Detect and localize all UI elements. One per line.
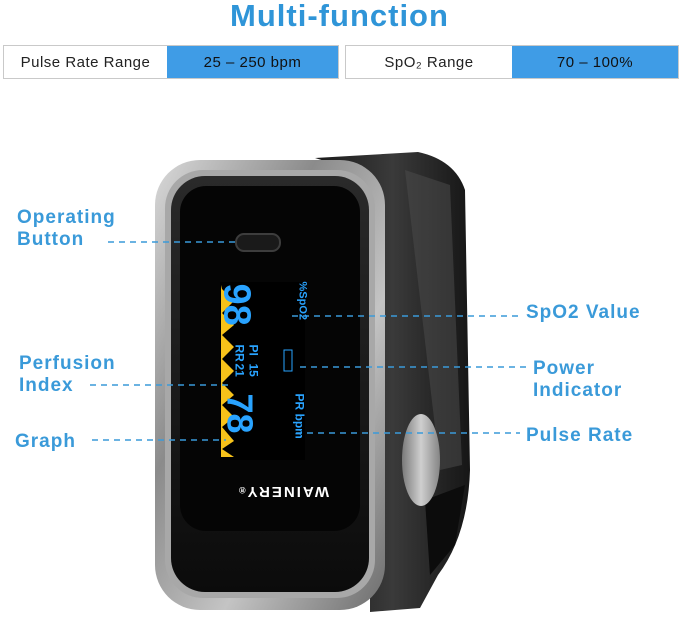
label-perfusion-index: Perfusion Index [19, 353, 116, 397]
label-power-indicator: Power Indicator [533, 358, 622, 402]
pleth-graph-waveform [221, 285, 234, 457]
brand-logo: WAINERY® [228, 476, 338, 500]
spo2-range-label: SpO₂ Range [346, 46, 512, 78]
label-operating-button: Operating Button [17, 207, 116, 251]
pulse-rate-range-value: 25 – 250 bpm [167, 46, 338, 78]
label-perfusion: Perfusion [19, 353, 116, 374]
label-button: Button [17, 229, 85, 250]
side-knob-icon [402, 414, 440, 506]
label-power: Power [533, 358, 596, 379]
label-pulse-rate: Pulse Rate [526, 425, 634, 446]
page-title: Multi-function [230, 0, 449, 33]
spo2-range: SpO₂ Range 70 – 100% [345, 45, 679, 79]
label-spo2-value: SpO2 Value [526, 302, 641, 323]
label-operating: Operating [17, 207, 116, 228]
label-graph: Graph [15, 431, 76, 452]
label-indicator: Indicator [533, 380, 623, 401]
label-index: Index [19, 375, 74, 396]
spo2-range-value: 70 – 100% [512, 46, 678, 78]
brand-name: WAINERY [245, 483, 330, 500]
pulse-rate-range: Pulse Rate Range 25 – 250 bpm [3, 45, 339, 79]
registered-mark: ® [236, 485, 246, 495]
pulse-rate-range-label: Pulse Rate Range [4, 46, 167, 78]
